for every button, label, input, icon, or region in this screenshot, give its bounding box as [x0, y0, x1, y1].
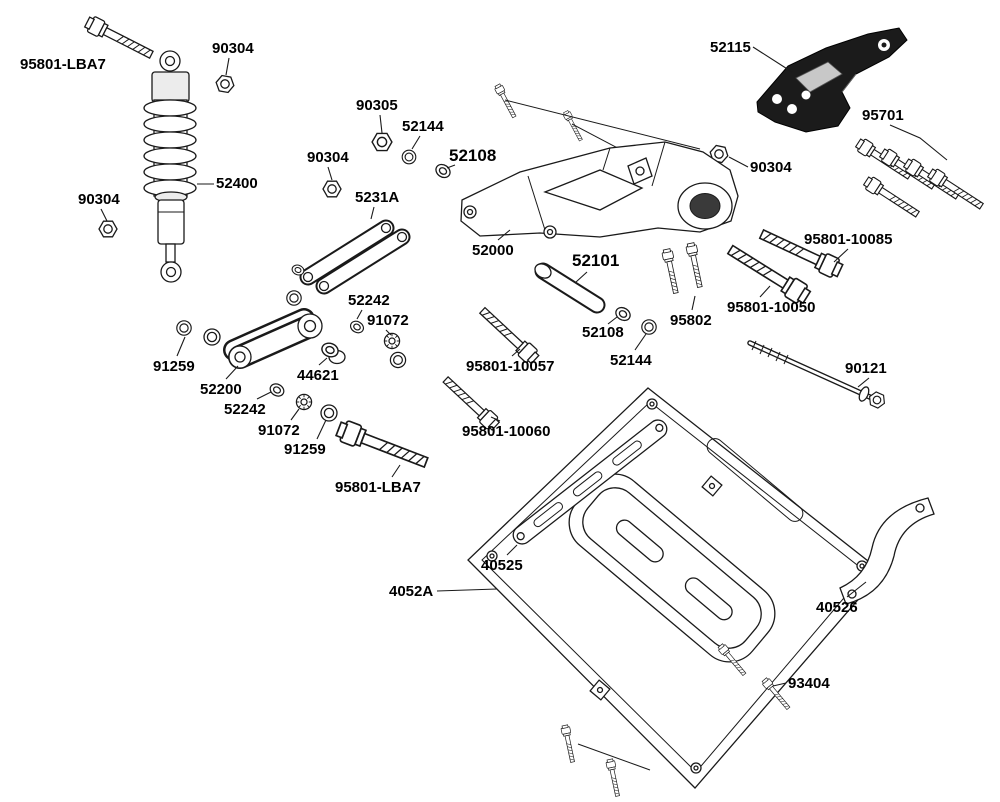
part-label-52242-25: 52242 [224, 401, 266, 418]
leader-95801-10085-16 [833, 248, 849, 263]
part-label-95801-10050-17: 95801-10050 [727, 299, 816, 316]
rail-40525 [512, 419, 668, 545]
part-label-40526-33: 40526 [816, 599, 858, 616]
leader-91259-27 [316, 419, 327, 440]
part-label-90305-4: 90305 [356, 97, 398, 114]
lower-arm [223, 308, 323, 369]
part-label-4052a-31: 4052A [389, 583, 434, 600]
part-label-52200-23: 52200 [200, 381, 242, 398]
leader-52101-10 [575, 271, 588, 283]
part-label-91072-21: 91072 [367, 312, 409, 329]
leader-90121-19 [857, 377, 870, 388]
part-label-52144-12: 52144 [610, 352, 652, 369]
part-label-90304-1: 90304 [212, 40, 254, 57]
part-label-95801-lba7-0: 95801-LBA7 [20, 56, 106, 73]
leader-52108-6 [446, 164, 456, 169]
part-label-52000-9: 52000 [472, 242, 514, 259]
leader-52242-20 [356, 309, 363, 320]
part-label-90304-7: 90304 [307, 149, 349, 166]
leader-90304-13 [728, 156, 749, 168]
leader-91072-21 [385, 329, 392, 336]
leader-40525-32 [506, 544, 518, 556]
part-label-52101-10: 52101 [572, 251, 620, 270]
leader-95801-10057-29 [511, 348, 521, 357]
leader-52000-9 [497, 229, 511, 241]
leader-40526-33 [846, 581, 867, 598]
leader-95802-18 [691, 295, 696, 311]
through-bolt-line-a [504, 99, 701, 150]
bracket-40526 [839, 497, 935, 605]
leader-4052a-31 [436, 588, 498, 592]
leader-52144-5 [411, 135, 421, 150]
part-label-95801-10085-16: 95801-10085 [804, 231, 893, 248]
part-label-90304-3: 90304 [78, 191, 120, 208]
swingarm [460, 141, 739, 239]
leader-44621-24 [318, 357, 328, 366]
part-label-95801-10060-30: 95801-10060 [462, 423, 551, 440]
leader-52115-14 [752, 46, 793, 73]
leader-52242-25 [256, 391, 272, 400]
part-label-90121-19: 90121 [845, 360, 887, 377]
part-label-91072-26: 91072 [258, 422, 300, 439]
part-label-95802-18: 95802 [670, 312, 712, 329]
leader-90304-3 [100, 208, 108, 222]
leader-90305-4 [379, 114, 383, 134]
pivot-pin-52101 [534, 262, 606, 314]
leader-95801-10060-30 [490, 416, 501, 422]
part-label-91259-22: 91259 [153, 358, 195, 375]
leader-91259-22 [176, 336, 186, 357]
leader-52144-12 [634, 333, 647, 351]
part-label-52400-2: 52400 [216, 175, 258, 192]
leader-90304-7 [327, 166, 333, 181]
long-bolt-90121 [747, 340, 888, 411]
part-label-52144-5: 52144 [402, 118, 444, 135]
leader-95801-10050-17 [759, 285, 771, 298]
shock-absorber [143, 50, 197, 283]
leader-95701-15 [889, 124, 948, 161]
part-label-90304-13: 90304 [750, 159, 792, 176]
leader-90304-1 [225, 57, 230, 76]
leader-52108-11 [607, 316, 618, 325]
leader-95801-lba7-28 [391, 464, 401, 478]
part-label-93404-34: 93404 [788, 675, 830, 692]
part-label-95801-lba7-28: 95801-LBA7 [335, 479, 421, 496]
part-label-44621-24: 44621 [297, 367, 339, 384]
bracket-52115 [756, 27, 908, 133]
part-label-40525-32: 40525 [481, 557, 523, 574]
part-label-95801-10057-29: 95801-10057 [466, 358, 555, 375]
part-label-52115-14: 52115 [710, 39, 751, 56]
leader-91072-26 [290, 408, 300, 421]
leader-52200-23 [225, 365, 239, 380]
linkage-rods [299, 219, 411, 295]
part-label-52108-6: 52108 [449, 146, 497, 165]
leader-5231a-8 [370, 206, 375, 220]
part-label-5231a-8: 5231A [355, 189, 400, 206]
part-label-95701-15: 95701 [862, 107, 904, 124]
screw-locator-line [577, 743, 651, 771]
leader-93404-34 [772, 682, 787, 687]
part-label-52108-11: 52108 [582, 324, 624, 341]
part-label-91259-27: 91259 [284, 441, 326, 458]
part-label-52242-20: 52242 [348, 292, 390, 309]
